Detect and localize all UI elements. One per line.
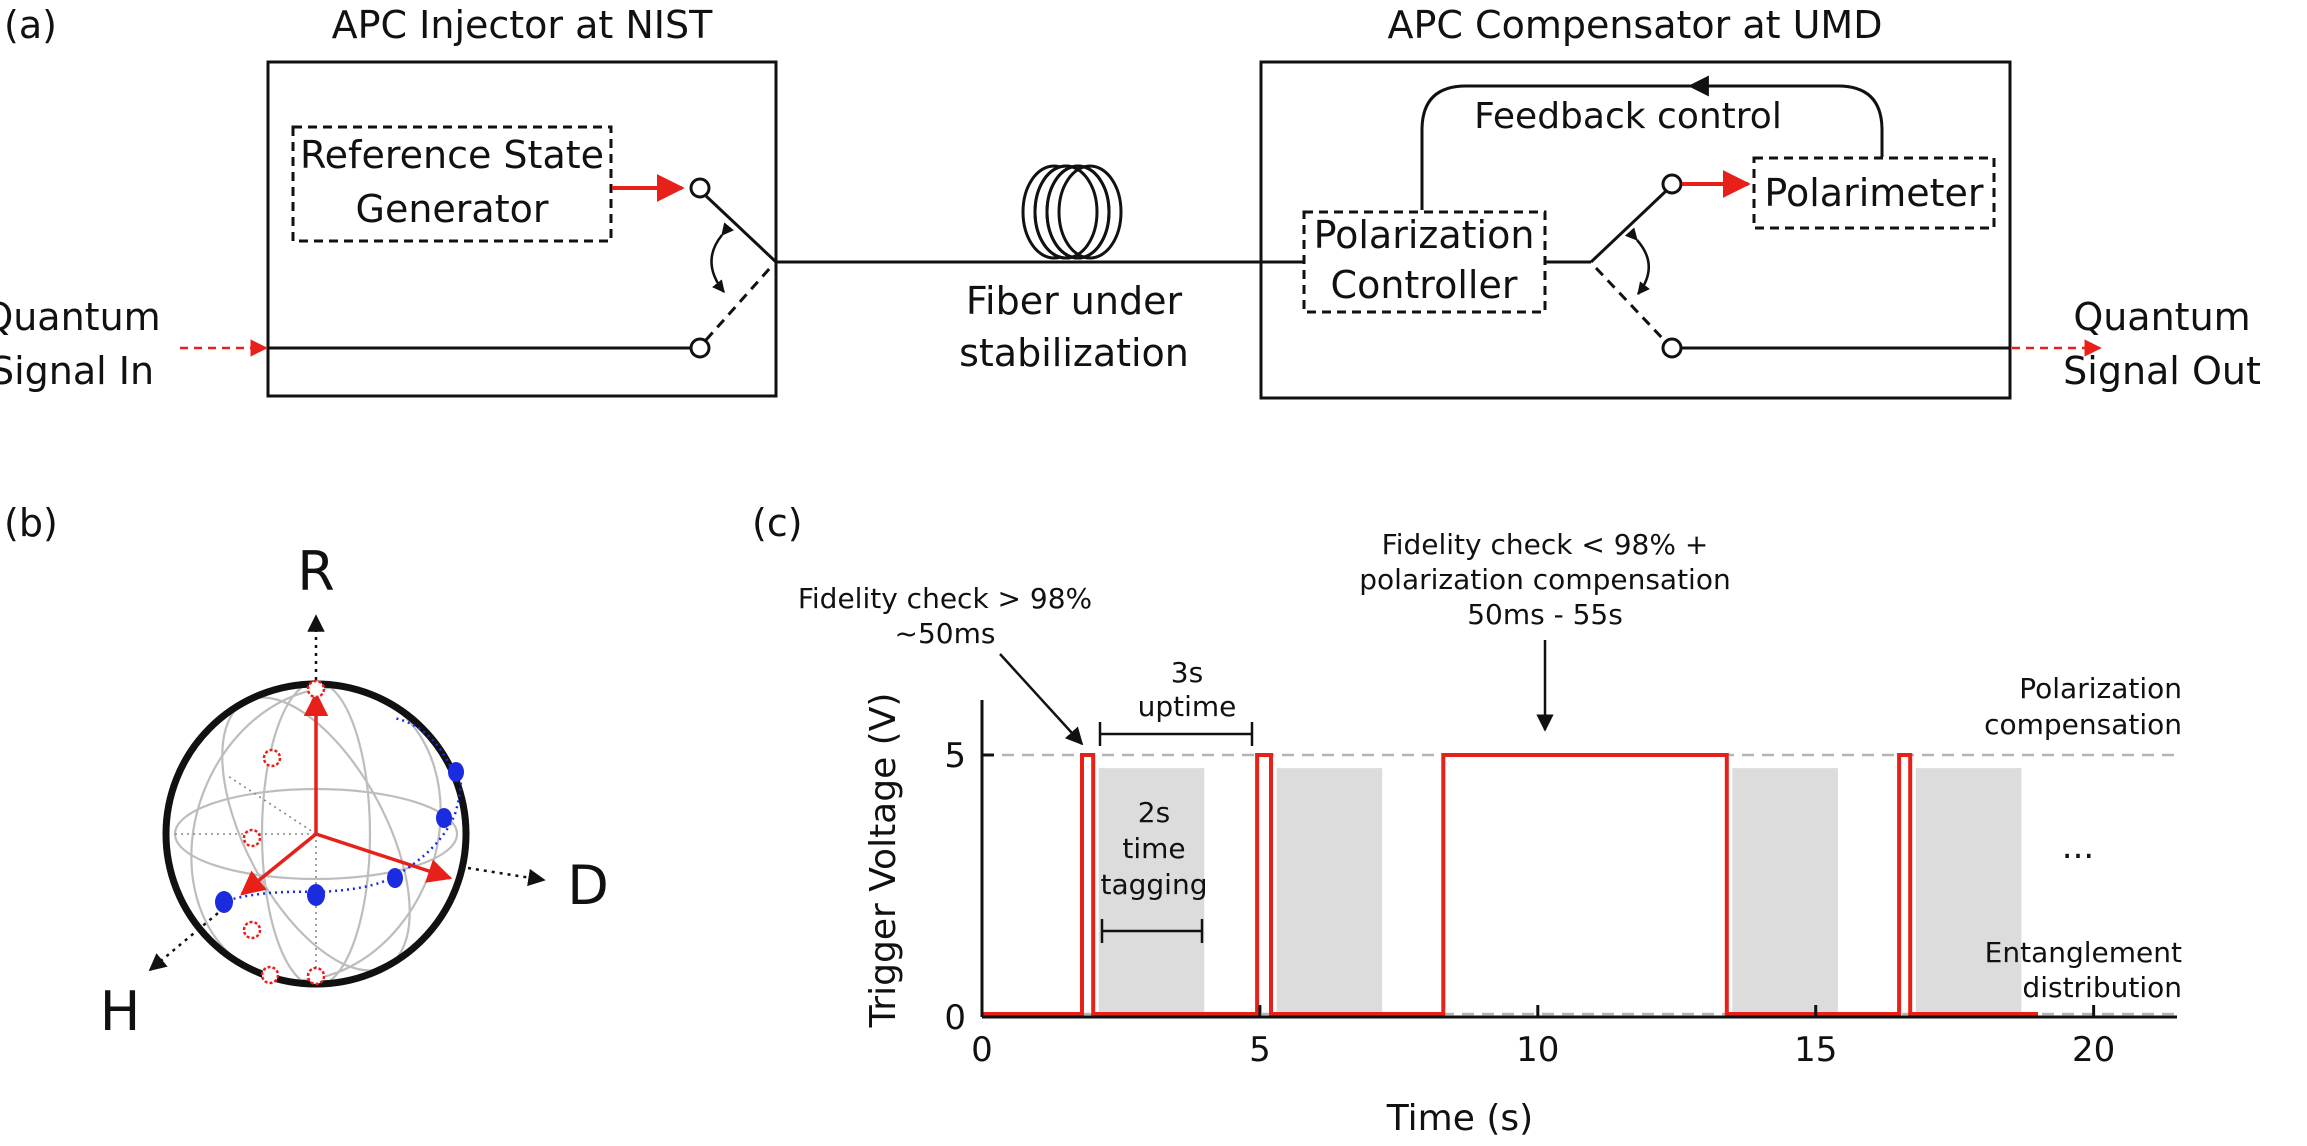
- shaded-region-4: [1915, 768, 2022, 1017]
- fiber-label-1: Fiber under: [966, 279, 1183, 323]
- fidelity-high-label-2: ~50ms: [895, 617, 996, 650]
- fidelity-high-label-1: Fidelity check > 98%: [798, 582, 1092, 615]
- injector-switch-bottom-terminal: [689, 337, 711, 359]
- panel-b: (b) R D H: [4, 501, 609, 1043]
- panel-label-c: (c): [752, 501, 803, 545]
- h-axis-arrow: [148, 907, 225, 972]
- signal-out-label-2: Signal Out: [2063, 349, 2261, 393]
- reference-state-label-2: Generator: [356, 187, 549, 231]
- legend-top-label-1: Polarization: [2019, 672, 2182, 705]
- trigger-voltage-series: [982, 753, 2038, 1016]
- injector-box: [266, 60, 778, 398]
- signal-out-label-1: Quantum: [2073, 295, 2250, 339]
- injector-toggle-icon: [710, 222, 734, 293]
- legend-bottom-label-1: Entanglement: [1985, 936, 2182, 969]
- shaded-time-tagging-regions: [1098, 768, 2022, 1017]
- x-tick-label: 5: [1249, 1030, 1271, 1070]
- y-tick-label: 0: [944, 998, 966, 1038]
- feedback-loop-arrow: [1420, 84, 1884, 210]
- panel-label-a: (a): [4, 3, 57, 47]
- y-tick-label: 5: [944, 736, 966, 776]
- axis-h-label: H: [100, 980, 141, 1043]
- panel-a: (a) APC Injector at NIST Reference State…: [0, 3, 2261, 400]
- tagging-label-3: tagging: [1101, 868, 1208, 901]
- y-axis-label: Trigger Voltage (V): [863, 693, 904, 1029]
- x-tick-label: 10: [1516, 1030, 1559, 1070]
- signal-in-label-1: Quantum: [0, 295, 161, 339]
- reference-state-generator-box: [291, 125, 613, 243]
- fidelity-low-label-2: polarization compensation: [1359, 563, 1730, 596]
- axis-d-label: D: [567, 854, 609, 917]
- panel-label-b: (b): [4, 501, 58, 545]
- injector-title: APC Injector at NIST: [332, 3, 714, 47]
- d-axis-arrow: [467, 866, 546, 887]
- legend-top-label-2: compensation: [1984, 708, 2182, 741]
- fidelity-low-label-1: Fidelity check < 98% +: [1382, 528, 1709, 561]
- compensator-switch-bottom-terminal: [1661, 337, 1683, 359]
- blue-state-trajectory: [221, 716, 462, 904]
- x-axis-label: Time (s): [1386, 1098, 1533, 1139]
- compensator-toggle-icon: [1624, 227, 1650, 295]
- uptime-label-1: 3s: [1171, 656, 1203, 689]
- x-tick-label: 20: [2072, 1030, 2115, 1070]
- tagging-bracket: [1100, 919, 1204, 943]
- feedback-label: Feedback control: [1474, 96, 1782, 137]
- compensator-switch-alt-arm: [1594, 266, 1666, 342]
- polarimeter-label: Polarimeter: [1764, 171, 1984, 215]
- injector-switch-arm: [704, 194, 778, 264]
- signal-in-label-2: Signal In: [0, 349, 154, 393]
- red-state-points: [242, 679, 326, 986]
- ellipsis-label: ...: [2062, 827, 2094, 867]
- axis-ticks: 0 5 10 15 20 0 5: [944, 736, 2115, 1070]
- pol-controller-label-1: Polarization: [1314, 213, 1535, 257]
- reference-state-label-1: Reference State: [300, 133, 604, 177]
- x-tick-label: 15: [1794, 1030, 1837, 1070]
- fidelity-low-label-3: 50ms - 55s: [1467, 598, 1623, 631]
- injector-switch-top-terminal: [689, 177, 711, 199]
- bloch-red-axes: [240, 691, 453, 896]
- compensator-title: APC Compensator at UMD: [1388, 3, 1883, 47]
- compensator-switch-top-terminal: [1661, 173, 1683, 195]
- panel-c: (c) 0 5 10 15 20 0 5 Time (s) Trigger Voltage …: [752, 501, 2182, 1139]
- compensator-box: [1259, 60, 2012, 400]
- uptime-label-2: uptime: [1138, 690, 1237, 723]
- polarimeter-box: [1752, 156, 1996, 230]
- shaded-region-1: [1098, 768, 1205, 1017]
- fiber-coil-icon: [1021, 164, 1123, 260]
- fiber-label-2: stabilization: [959, 331, 1189, 375]
- x-tick-label: 0: [971, 1030, 993, 1070]
- axis-r-label: R: [297, 540, 335, 603]
- pol-controller-label-2: Controller: [1331, 263, 1518, 307]
- legend-bottom-label-2: distribution: [2022, 971, 2182, 1004]
- trigger-trace: [982, 753, 2038, 1016]
- fidelity-high-arrow: [999, 653, 1084, 746]
- uptime-bracket: [1098, 722, 1254, 746]
- compensator-switch-arm: [1589, 189, 1668, 264]
- shaded-region-3: [1732, 768, 1838, 1017]
- tagging-label-2: time: [1122, 832, 1185, 865]
- shaded-region-2: [1276, 768, 1383, 1017]
- blue-state-points: [215, 762, 464, 913]
- tagging-label-1: 2s: [1138, 796, 1170, 829]
- bloch-sphere-hidden-axes: [175, 775, 317, 990]
